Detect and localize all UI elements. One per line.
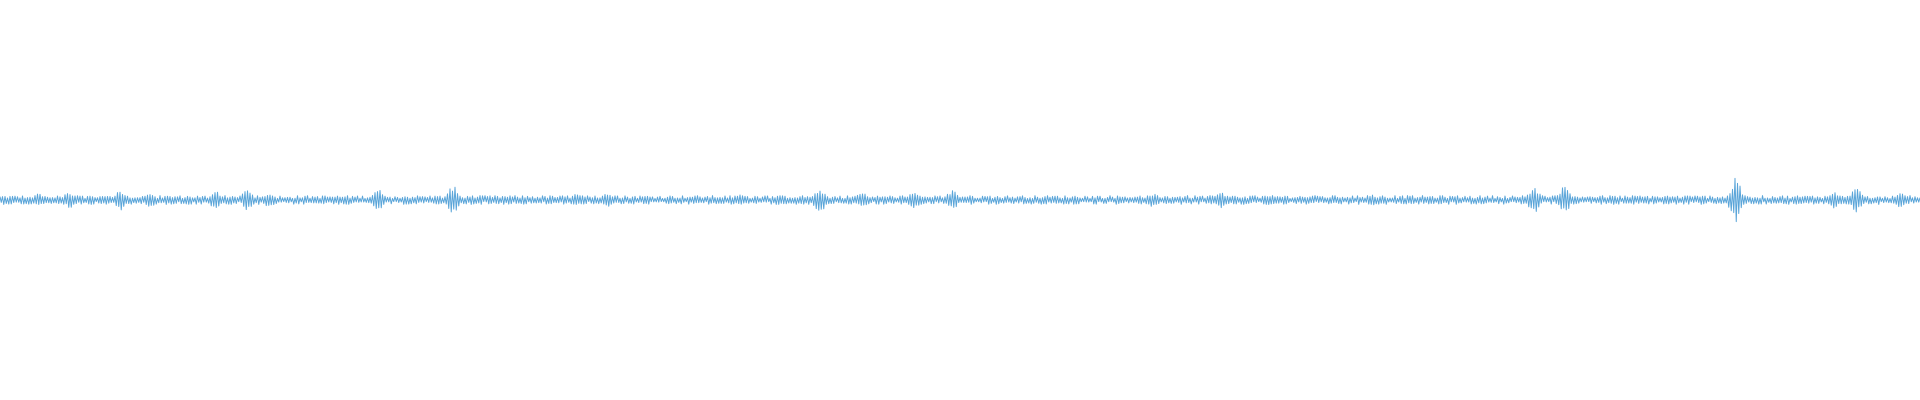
waveform-trace — [0, 177, 1920, 223]
